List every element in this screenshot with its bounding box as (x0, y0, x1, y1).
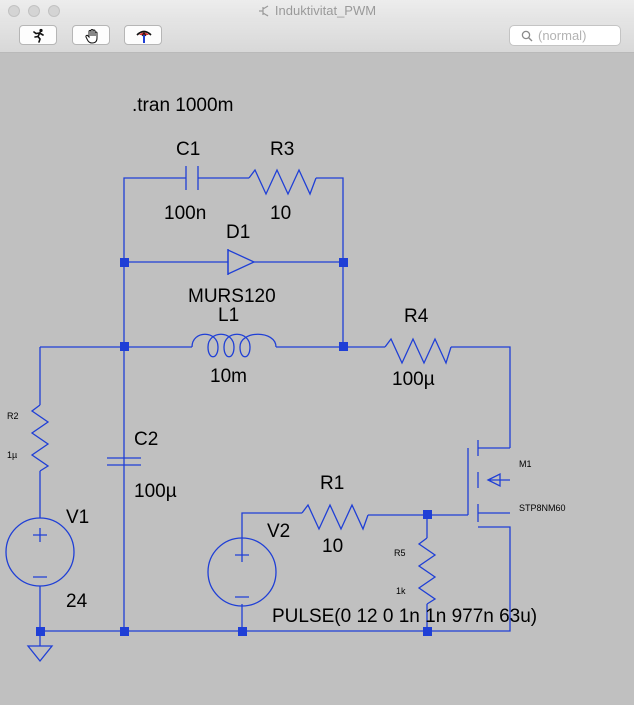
voltage-source-v1[interactable]: V1 24 (5, 507, 89, 612)
l1-value: 10m (210, 366, 247, 387)
search-box[interactable] (509, 25, 621, 46)
r5-value: 1k (396, 586, 406, 596)
window-title: Induktivitat_PWM (274, 3, 377, 18)
close-window-button[interactable] (8, 5, 20, 17)
resistor-r3[interactable]: R3 10 (248, 139, 317, 224)
toolbar (0, 22, 634, 53)
v2-value: PULSE(0 12 0 1n 1n 977n 63u) (272, 606, 537, 627)
voltage-probe-icon (136, 30, 152, 43)
r3-value: 10 (270, 203, 291, 224)
schematic-drawing: .tran 1000m (5, 95, 566, 663)
m1-name: M1 (519, 459, 532, 469)
junction-node (339, 258, 348, 267)
m1-value: STP8NM60 (519, 503, 566, 513)
minimize-window-button[interactable] (28, 5, 40, 17)
window-title-area: Induktivitat_PWM (0, 3, 634, 18)
capacitor-c1[interactable]: C1 100n (164, 139, 206, 224)
mosfet-m1[interactable]: M1 STP8NM60 (467, 440, 566, 522)
junction-node (339, 342, 348, 351)
c2-value: 100µ (134, 481, 177, 502)
junction-node (423, 627, 432, 636)
d1-name: D1 (226, 222, 250, 243)
l1-name: L1 (218, 305, 239, 326)
capacitor-c2[interactable]: C2 100µ (107, 429, 177, 502)
r1-name: R1 (320, 473, 344, 494)
search-icon (521, 30, 533, 42)
v2-name: V2 (267, 521, 290, 542)
junction-node (423, 510, 432, 519)
diode-d1[interactable]: D1 MURS120 (188, 222, 276, 307)
run-simulation-button[interactable] (19, 25, 57, 45)
r2-value: 1µ (7, 450, 17, 460)
tran-directive[interactable]: .tran 1000m (132, 95, 233, 116)
v1-value: 24 (66, 591, 88, 612)
probe-button[interactable] (124, 25, 162, 45)
wires (39, 177, 511, 646)
r1-value: 10 (322, 536, 343, 557)
junction-node (36, 627, 45, 636)
c1-value: 100n (164, 203, 206, 224)
resistor-r4[interactable]: R4 100µ (384, 306, 452, 390)
halt-simulation-button[interactable] (72, 25, 110, 45)
zoom-window-button[interactable] (48, 5, 60, 17)
junction-node (120, 627, 129, 636)
r2-name: R2 (7, 411, 19, 421)
junction-nodes (36, 258, 432, 636)
junction-node (120, 342, 129, 351)
r3-name: R3 (270, 139, 294, 160)
resistor-r1[interactable]: R1 10 (301, 473, 369, 557)
d1-value: MURS120 (188, 286, 276, 307)
ground-symbol (26, 645, 54, 663)
running-man-icon (33, 28, 44, 43)
inductor-l1[interactable]: L1 10m (191, 305, 277, 387)
r5-name: R5 (394, 548, 406, 558)
r4-name: R4 (404, 306, 429, 327)
c2-name: C2 (134, 429, 158, 450)
voltage-source-v2[interactable]: V2 PULSE(0 12 0 1n 1n 977n 63u) (207, 521, 537, 627)
c1-name: C1 (176, 139, 200, 160)
v1-name: V1 (66, 507, 89, 528)
resistor-r2[interactable]: R2 1µ (7, 404, 50, 472)
junction-node (238, 627, 247, 636)
search-input[interactable] (538, 27, 616, 44)
junction-node (120, 258, 129, 267)
schematic-icon (258, 5, 269, 17)
hand-icon (85, 29, 98, 44)
schematic-canvas[interactable]: .tran 1000m (0, 53, 634, 705)
r4-value: 100µ (392, 369, 435, 390)
title-bar[interactable]: Induktivitat_PWM (0, 0, 634, 22)
resistor-r5[interactable]: R5 1k (394, 537, 437, 605)
